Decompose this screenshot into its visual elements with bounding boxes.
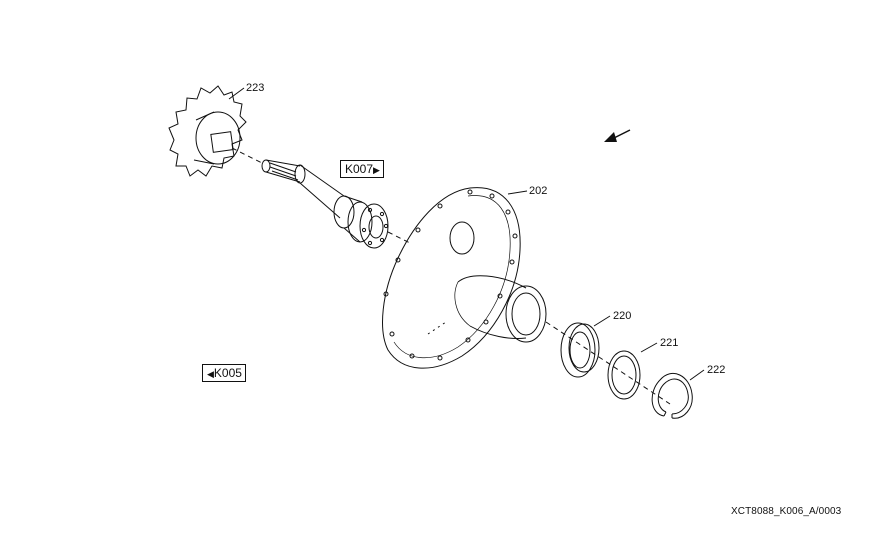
snap-ring-221 xyxy=(607,350,641,400)
housing-bore xyxy=(505,285,547,343)
reference-k005-button[interactable]: ◀K005 xyxy=(202,364,246,382)
pinion-shaft xyxy=(261,159,389,249)
retaining-ring-222 xyxy=(651,373,693,419)
arrow-right-icon: ▶ xyxy=(373,165,380,175)
drawing-id: XCT8088_K006_A/0003 xyxy=(731,506,842,517)
housing-flange xyxy=(382,187,521,369)
reference-k007-label: K007 xyxy=(345,162,374,176)
arrow-left-icon: ◀ xyxy=(207,369,214,379)
centerline-shaft-housing xyxy=(387,231,413,245)
centerline-gear-shaft xyxy=(231,147,263,164)
housing-202 xyxy=(382,187,547,369)
gear-223 xyxy=(168,85,247,177)
gear-teeth xyxy=(168,85,247,177)
reference-k007-button[interactable]: K007▶ xyxy=(340,160,384,178)
reference-k005-label: K005 xyxy=(213,366,242,380)
centerline-rings xyxy=(545,321,671,405)
seal-220 xyxy=(560,322,600,378)
direction-arrow-icon xyxy=(604,129,631,142)
gear-bore xyxy=(210,131,234,153)
gear-hub-face xyxy=(195,111,241,165)
callout-220: 220 xyxy=(613,310,631,322)
callout-222: 222 xyxy=(707,364,725,376)
callout-221: 221 xyxy=(660,337,678,349)
callout-202: 202 xyxy=(529,185,547,197)
callout-223: 223 xyxy=(246,82,264,94)
